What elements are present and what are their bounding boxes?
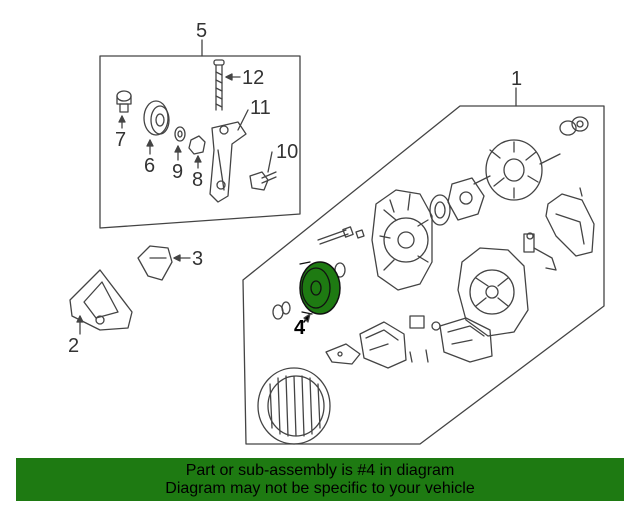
- rotor: [473, 139, 561, 201]
- stator: [257, 367, 331, 445]
- info-banner: Part or sub-assembly is #4 in diagram Di…: [16, 458, 624, 501]
- rear-cover: [545, 193, 595, 257]
- retainer-plate: [447, 177, 485, 221]
- parts-diagram: 1 2 3 4 5 6 7 8 9 10 11 12: [68, 20, 605, 445]
- assembly-box-5: [99, 55, 301, 229]
- banner-line-2: Diagram may not be specific to your vehi…: [165, 479, 475, 497]
- callout-1: 1: [511, 68, 522, 90]
- bracket-part-2: [69, 269, 133, 331]
- callout-10: 10: [276, 141, 298, 163]
- assembly-box-1: [242, 105, 605, 445]
- regulator: [439, 317, 493, 363]
- pulley-part-4-highlighted: [299, 261, 341, 315]
- terminal: [409, 315, 441, 363]
- bearing: [429, 194, 451, 226]
- washer-part-9: [174, 126, 186, 142]
- callout-12: 12: [242, 67, 264, 89]
- callout-6: 6: [144, 155, 155, 177]
- nut-part-8: [188, 135, 206, 155]
- callout-8: 8: [192, 169, 203, 191]
- callout-3: 3: [192, 248, 203, 270]
- bolt-part-7: [116, 90, 132, 113]
- callout-5: 5: [196, 20, 207, 42]
- alternator-housing-front: [371, 189, 433, 291]
- callout-11: 11: [250, 97, 271, 119]
- alternator-housing-rear: [457, 247, 529, 337]
- bolt-part-10: [249, 171, 277, 191]
- connector-plate: [325, 343, 361, 365]
- bracket-part-3: [137, 245, 173, 281]
- rectifier: [359, 321, 407, 369]
- callout-7: 7: [115, 129, 126, 151]
- through-bolt: [317, 226, 354, 245]
- callout-2: 2: [68, 335, 79, 357]
- bracket-part-11: [209, 121, 247, 203]
- spacer: [559, 120, 577, 136]
- bolt-part-12: [213, 59, 225, 111]
- callout-9: 9: [172, 161, 183, 183]
- banner-line-1: Part or sub-assembly is #4 in diagram: [185, 461, 455, 479]
- brush-holder: [523, 232, 557, 271]
- callout-4: 4: [294, 317, 306, 339]
- pulley-part-6: [143, 100, 170, 136]
